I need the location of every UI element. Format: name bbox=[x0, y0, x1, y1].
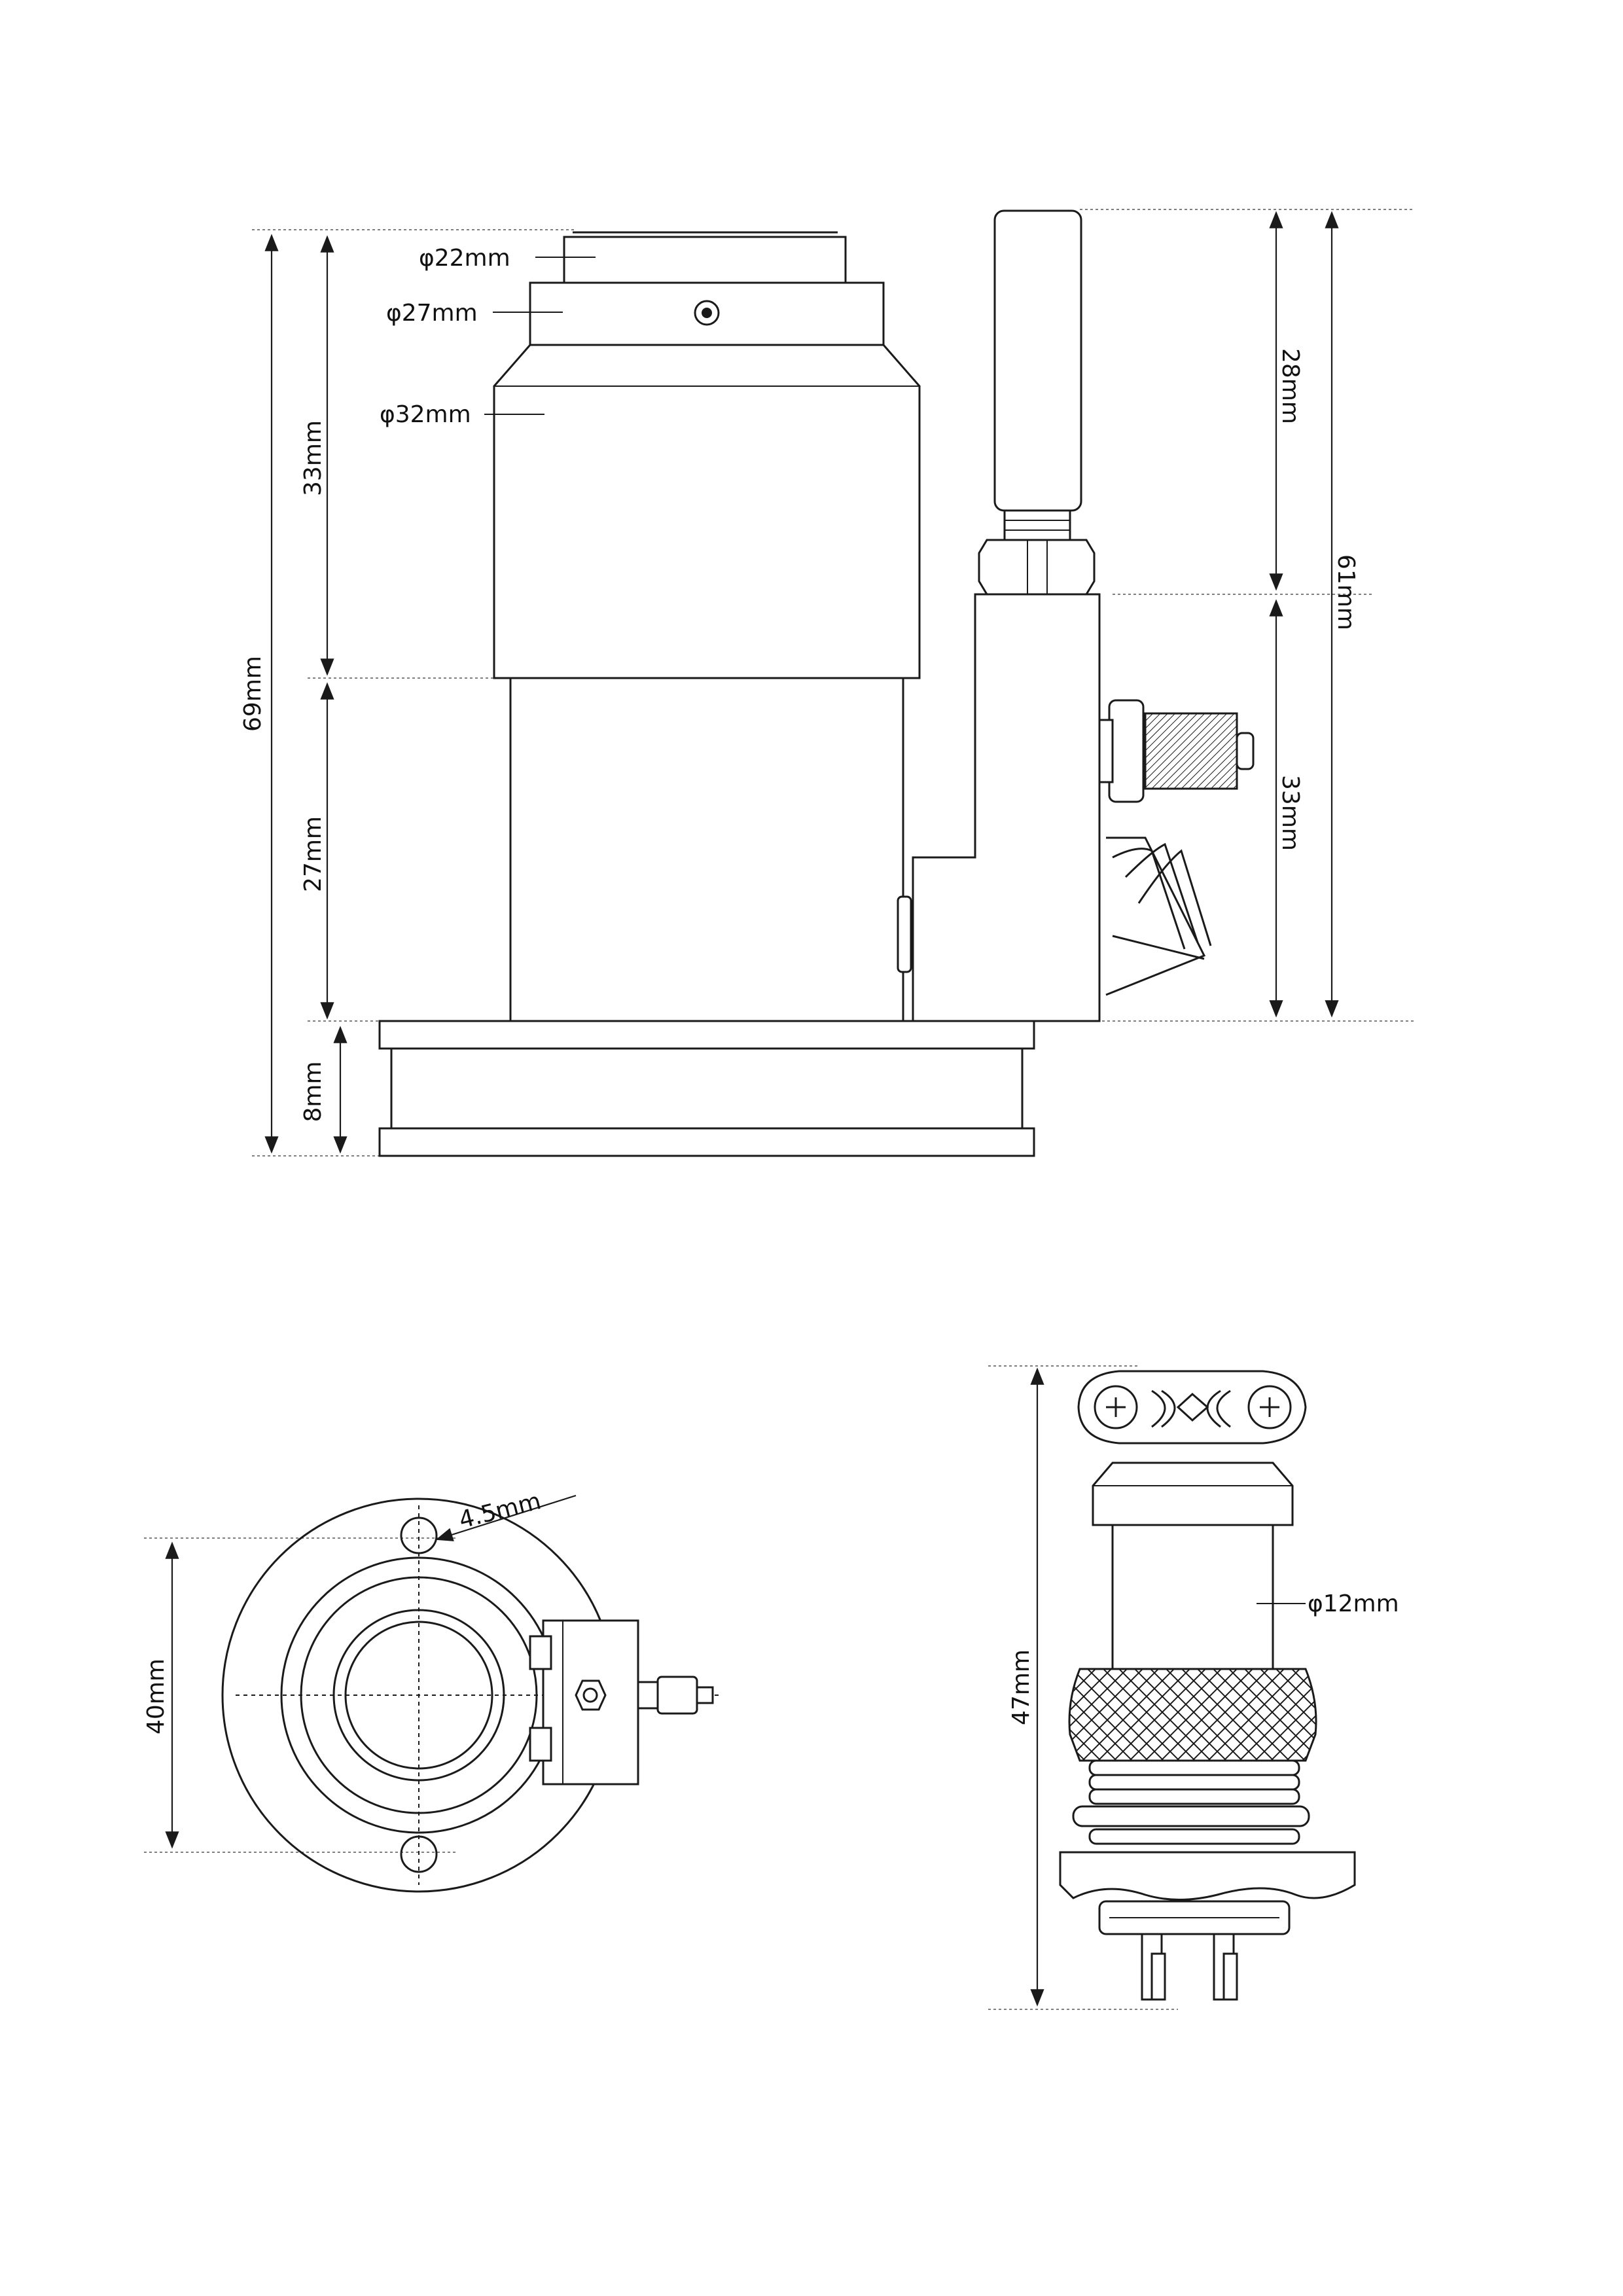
dim-base-height: 8mm bbox=[300, 1061, 327, 1122]
screw-right-icon bbox=[1247, 1385, 1292, 1429]
knurled-nut bbox=[1068, 1668, 1317, 1762]
top-cap bbox=[563, 236, 847, 284]
dim-middle-height: 27mm bbox=[300, 816, 327, 892]
dim-rod-height: 28mm bbox=[1277, 348, 1304, 424]
connector-collar bbox=[1092, 1462, 1294, 1526]
set-screw-icon bbox=[694, 300, 720, 326]
connector-view: 47mm φ12mm bbox=[988, 1365, 1399, 2010]
dim-upper-height: 33mm bbox=[300, 420, 327, 496]
base-flange-bottom bbox=[378, 1127, 1035, 1157]
connector-body bbox=[1111, 1524, 1274, 1670]
dim-right-total: 61mm bbox=[1332, 554, 1359, 630]
dim-hole-span: 40mm bbox=[143, 1659, 169, 1734]
label-hole-diam: 4.5mm bbox=[456, 1488, 544, 1534]
label-connector-diam: φ12mm bbox=[1308, 1590, 1399, 1617]
side-view: 69mm 33mm 27mm 8mm φ22mm φ27mm φ32mm 28m… bbox=[240, 209, 1414, 1157]
base-flange-top bbox=[378, 1020, 1035, 1050]
panel-nut bbox=[1059, 1851, 1356, 1901]
cable-clamp bbox=[1077, 1370, 1307, 1444]
cable-spring bbox=[1105, 836, 1212, 996]
dim-connector-height: 47mm bbox=[1008, 1649, 1035, 1725]
dim-total-height: 69mm bbox=[240, 656, 266, 732]
top-view: 40mm 4.5mm bbox=[143, 1488, 720, 1893]
label-diam-top: φ22mm bbox=[419, 245, 510, 272]
upper-body bbox=[493, 344, 921, 679]
label-diam-body: φ32mm bbox=[380, 401, 471, 428]
hex-nut bbox=[978, 539, 1096, 596]
handle-rod bbox=[993, 209, 1082, 512]
label-diam-collar: φ27mm bbox=[386, 300, 478, 327]
base-flange-mid bbox=[390, 1047, 1024, 1130]
side-knob bbox=[1108, 699, 1145, 803]
screw-left-icon bbox=[1094, 1385, 1138, 1429]
middle-body bbox=[509, 677, 904, 1022]
side-block bbox=[912, 593, 1101, 1022]
dim-block-height: 33mm bbox=[1277, 775, 1304, 851]
